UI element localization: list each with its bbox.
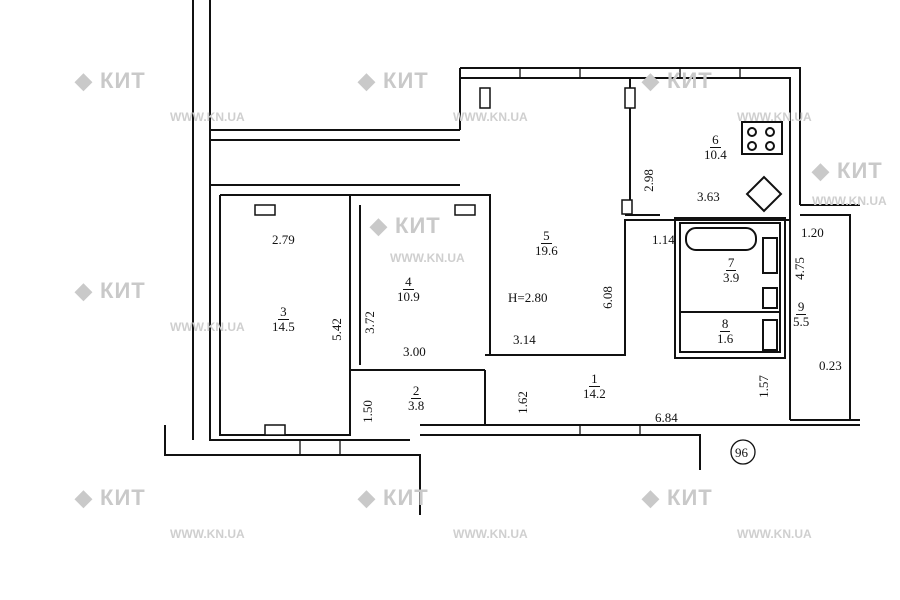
dim-label: 1.57 [755, 375, 771, 398]
logo-icon: ◆ [75, 485, 93, 510]
dim-label: 1.20 [801, 225, 824, 240]
dim-label: 2.79 [272, 232, 295, 247]
logo-icon: ◆ [642, 68, 660, 93]
logo-icon: ◆ [75, 68, 93, 93]
logo-icon: ◆ [75, 278, 93, 303]
dim-label: 4.75 [791, 257, 807, 280]
axis-marker: 96 [735, 445, 748, 460]
logo-icon: ◆ [358, 485, 376, 510]
logo-icon: ◆ [642, 485, 660, 510]
dim-label: 5.42 [328, 318, 344, 341]
dim-label: 2.98 [640, 169, 656, 192]
dim-label: 1.62 [514, 391, 530, 414]
logo-icon: ◆ [358, 68, 376, 93]
dim-label: 0.23 [819, 358, 842, 373]
dim-label: 3.00 [403, 344, 426, 359]
dim-label: 1.14 [652, 232, 675, 247]
dim-label: 3.63 [697, 189, 720, 204]
logo-icon: ◆ [370, 213, 388, 238]
dim-label: 6.84 [655, 410, 678, 425]
dim-label: 1.50 [359, 400, 375, 423]
logo-icon: ◆ [812, 158, 830, 183]
ceiling-height: H=2.80 [508, 290, 548, 305]
dim-label: 3.72 [361, 311, 377, 334]
dim-label: 3.14 [513, 332, 536, 347]
dim-label: 6.08 [599, 286, 615, 309]
